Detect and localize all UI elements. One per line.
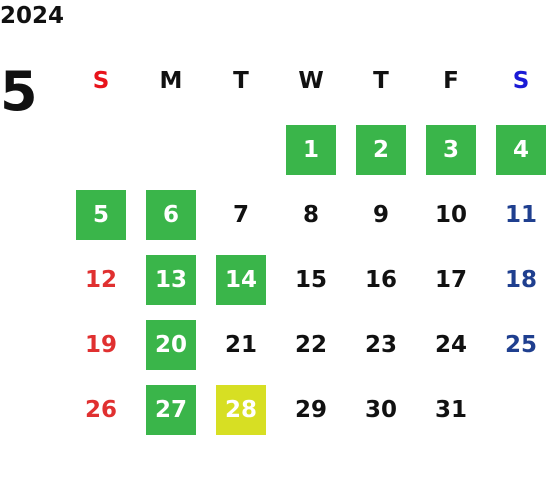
year-label: 2024 (0, 3, 65, 29)
day-cell-7[interactable]: 7 (232, 202, 249, 228)
weekday-header-tue: T (233, 68, 249, 94)
day-cell-1[interactable]: 1 (286, 125, 336, 175)
day-cell-31[interactable]: 31 (434, 397, 467, 423)
day-cell-6[interactable]: 6 (146, 190, 196, 240)
day-cell-19[interactable]: 19 (84, 332, 117, 358)
month-label: 5 (0, 60, 38, 123)
day-cell-9[interactable]: 9 (372, 202, 389, 228)
day-cell-16[interactable]: 16 (364, 267, 397, 293)
day-cell-20[interactable]: 20 (146, 320, 196, 370)
weekday-header-fri: F (443, 68, 459, 94)
day-cell-28[interactable]: 28 (216, 385, 266, 435)
day-cell-13[interactable]: 13 (146, 255, 196, 305)
day-cell-14[interactable]: 14 (216, 255, 266, 305)
day-cell-23[interactable]: 23 (364, 332, 397, 358)
day-cell-21[interactable]: 21 (224, 332, 257, 358)
day-cell-10[interactable]: 10 (434, 202, 467, 228)
day-cell-4[interactable]: 4 (496, 125, 546, 175)
day-cell-3[interactable]: 3 (426, 125, 476, 175)
day-cell-2[interactable]: 2 (356, 125, 406, 175)
weekday-header-mon: M (159, 68, 183, 94)
day-cell-17[interactable]: 17 (434, 267, 467, 293)
day-cell-26[interactable]: 26 (84, 397, 117, 423)
day-cell-18[interactable]: 18 (504, 267, 537, 293)
weekday-header-sat: S (512, 68, 530, 94)
day-cell-22[interactable]: 22 (294, 332, 327, 358)
day-cell-29[interactable]: 29 (294, 397, 327, 423)
weekday-header-wed: W (298, 68, 324, 94)
day-cell-24[interactable]: 24 (434, 332, 467, 358)
day-cell-12[interactable]: 12 (84, 267, 117, 293)
day-cell-30[interactable]: 30 (364, 397, 397, 423)
day-cell-8[interactable]: 8 (302, 202, 319, 228)
day-cell-27[interactable]: 27 (146, 385, 196, 435)
weekday-header-thu: T (373, 68, 389, 94)
weekday-header-sun: S (92, 68, 110, 94)
day-cell-5[interactable]: 5 (76, 190, 126, 240)
day-cell-25[interactable]: 25 (504, 332, 537, 358)
day-cell-11[interactable]: 11 (504, 202, 537, 228)
day-cell-15[interactable]: 15 (294, 267, 327, 293)
